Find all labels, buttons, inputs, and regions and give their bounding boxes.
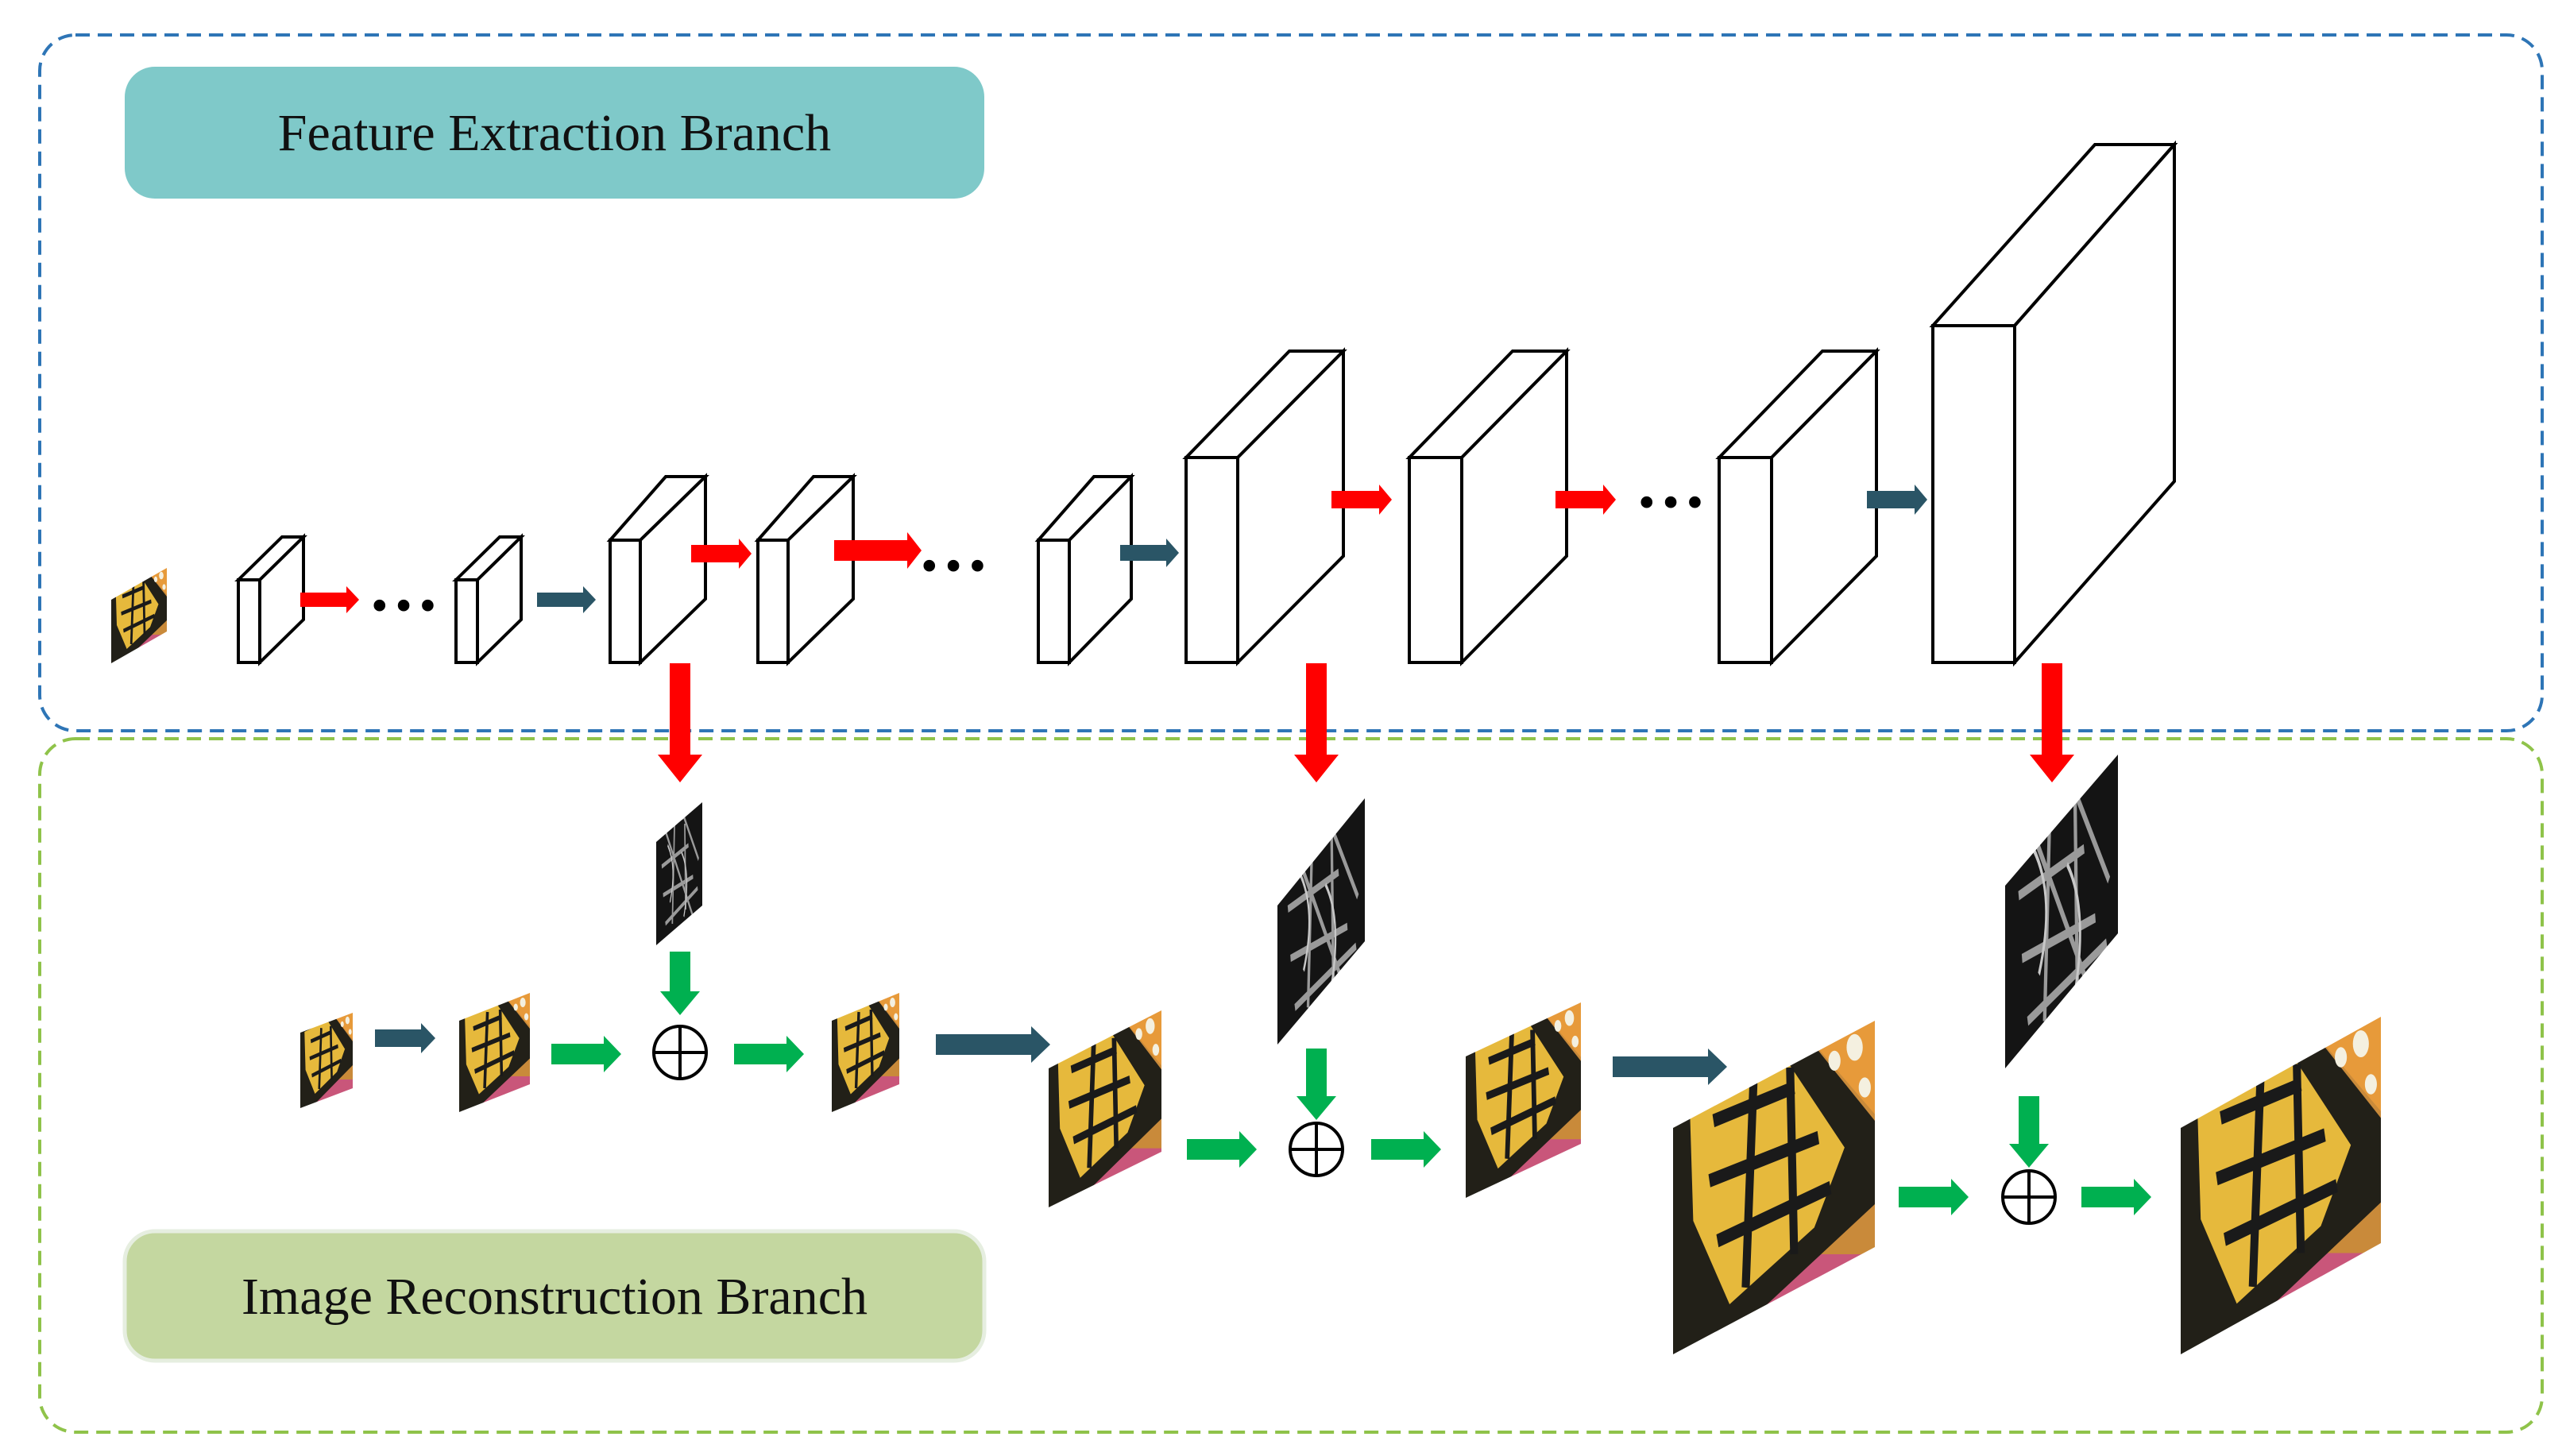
edge-map-3 — [2005, 755, 2118, 1068]
green-arrow-1 — [551, 1036, 621, 1072]
svg-text:Feature Extraction Branch: Feature Extraction Branch — [278, 104, 831, 162]
feature-block-3 — [606, 473, 709, 666]
feature-block-1 — [234, 533, 307, 666]
green-arrow-4 — [1371, 1131, 1441, 1168]
ellipsis-1: … — [368, 547, 439, 626]
feature-block-9 — [1929, 140, 2178, 667]
feature-block-5 — [1034, 473, 1135, 666]
reconstruction-branch-label: Image Reconstruction Branch — [122, 1229, 987, 1363]
green-arrow-6 — [2081, 1179, 2151, 1215]
recon-image-4 — [1049, 1010, 1161, 1207]
feature-block-4 — [754, 473, 857, 666]
dark-arrow-recon-1 — [375, 1023, 435, 1053]
feature-block-8 — [1715, 347, 1880, 666]
feature-branch-label: Feature Extraction Branch — [125, 67, 984, 199]
ellipsis-2: … — [918, 508, 989, 586]
feature-block-7 — [1405, 347, 1571, 666]
sum-icon-2 — [1289, 1122, 1344, 1177]
red-arrow-5 — [1555, 485, 1616, 515]
red-arrow-2 — [691, 539, 752, 569]
green-arrow-3 — [1187, 1131, 1257, 1168]
dark-arrow-2 — [1120, 539, 1179, 567]
input-image — [111, 568, 167, 663]
ellipsis-3: … — [1635, 444, 1706, 523]
green-down-arrow-1 — [660, 952, 700, 1015]
recon-image-2 — [459, 993, 530, 1112]
sum-icon-3 — [2001, 1169, 2057, 1225]
dark-arrow-recon-3 — [1613, 1049, 1727, 1085]
recon-image-1 — [300, 1013, 353, 1108]
edge-map-2 — [1277, 798, 1365, 1045]
sum-icon-1 — [652, 1025, 708, 1080]
edge-map-1 — [656, 802, 702, 945]
red-down-arrow-1 — [658, 663, 702, 782]
dark-arrow-1 — [537, 586, 596, 613]
recon-image-6 — [1673, 1021, 1875, 1354]
recon-image-3 — [832, 993, 899, 1112]
recon-image-7 — [2181, 1017, 2381, 1354]
red-arrow-1 — [300, 586, 359, 613]
reconstruction-branch-frame — [38, 737, 2544, 1434]
green-down-arrow-3 — [2009, 1096, 2049, 1168]
feature-block-6 — [1182, 347, 1347, 666]
red-arrow-3 — [834, 532, 922, 569]
red-down-arrow-3 — [2030, 663, 2074, 782]
green-arrow-5 — [1899, 1179, 1969, 1215]
recon-image-5 — [1466, 1002, 1581, 1198]
dark-arrow-3 — [1867, 485, 1927, 515]
red-arrow-4 — [1331, 485, 1392, 515]
green-arrow-2 — [734, 1036, 804, 1072]
green-down-arrow-2 — [1297, 1049, 1336, 1120]
svg-text:Image Reconstruction Branch: Image Reconstruction Branch — [242, 1268, 868, 1326]
feature-branch-frame — [38, 33, 2544, 732]
dark-arrow-recon-2 — [936, 1026, 1050, 1063]
feature-block-2 — [452, 533, 525, 666]
red-down-arrow-2 — [1294, 663, 1339, 782]
